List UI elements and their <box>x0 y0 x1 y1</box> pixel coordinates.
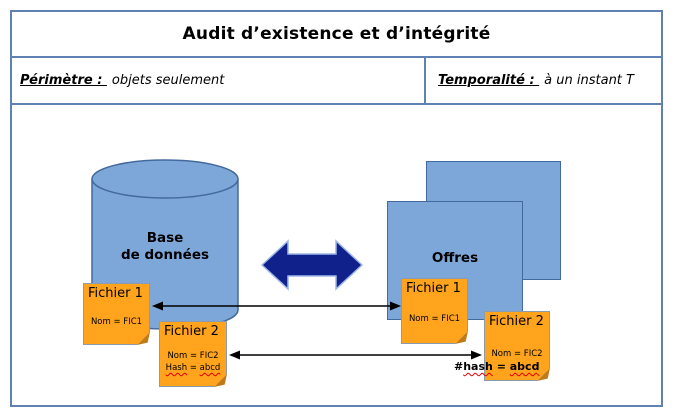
title-bar: Audit d’existence et d’intégrité <box>12 12 661 58</box>
temporality-label: Temporalité : <box>438 73 540 88</box>
page-title: Audit d’existence et d’intégrité <box>182 24 491 44</box>
perimeter-label: Périmètre : <box>20 73 107 88</box>
perimeter-value: objets seulement <box>111 73 225 88</box>
temporality-cell: Temporalité : à un instant T <box>426 58 661 103</box>
diagram-body <box>12 105 661 405</box>
perimeter-cell: Périmètre : objets seulement <box>12 58 426 103</box>
diagram-frame: Audit d’existence et d’intégrité Périmèt… <box>10 10 663 407</box>
temporality-value: à un instant T <box>544 73 634 88</box>
header-row: Périmètre : objets seulement Temporalité… <box>12 58 661 105</box>
